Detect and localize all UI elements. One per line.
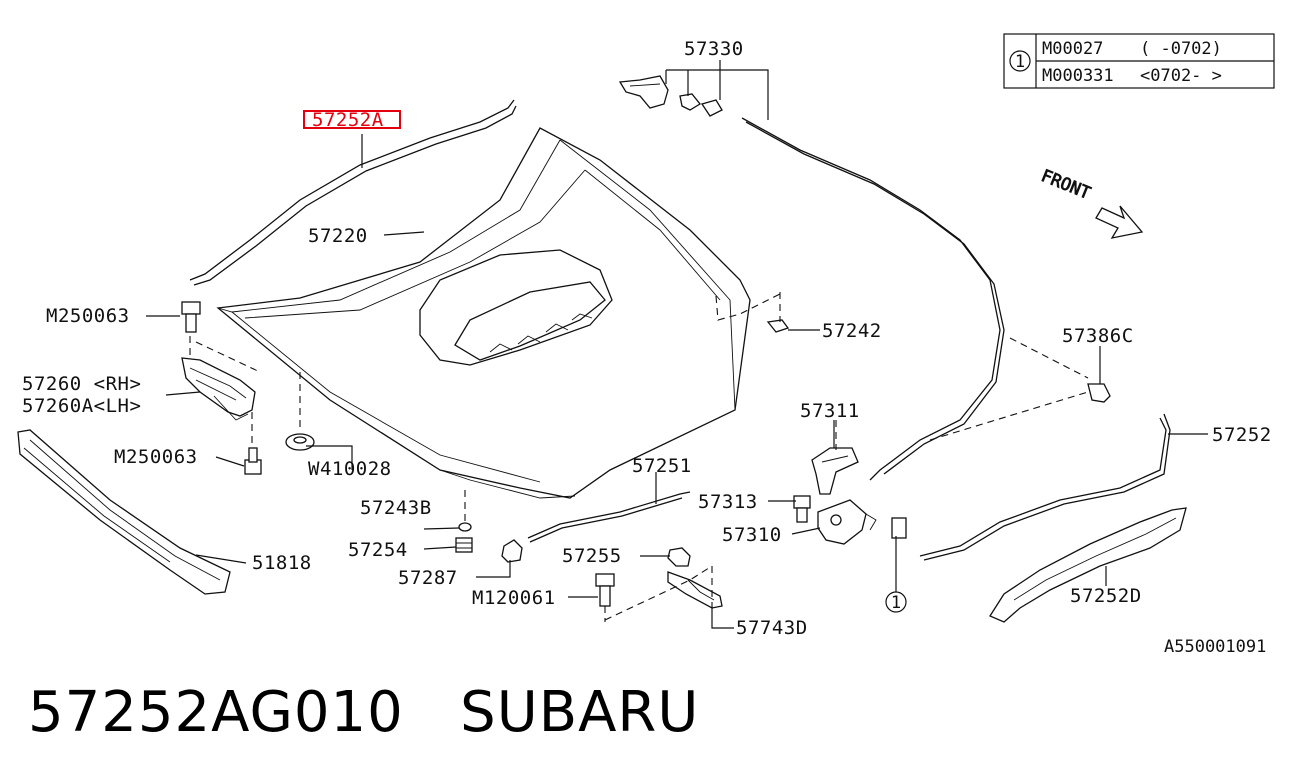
highlight-box <box>303 110 401 129</box>
callout-W410028: W410028 <box>308 458 392 480</box>
callout-M250063-lower: M250063 <box>114 446 198 468</box>
bolt-M120061 <box>595 573 615 607</box>
callout-57743D: 57743D <box>736 617 808 639</box>
bracket-57743D <box>667 571 723 609</box>
clip-57386C <box>1087 383 1111 403</box>
legend-row-2-code: M000331 <box>1042 66 1114 86</box>
callout-57287: 57287 <box>398 567 458 589</box>
figure-code: A550001091 <box>1164 637 1266 657</box>
release-handle-57330 <box>618 75 723 117</box>
bolt-57313 <box>793 495 811 523</box>
callout-57313: 57313 <box>698 491 758 513</box>
callout-57386C: 57386C <box>1062 325 1134 347</box>
seal-57252D <box>989 507 1187 623</box>
callout-57255: 57255 <box>562 545 622 567</box>
legend-row-1-code: M00027 <box>1042 39 1103 59</box>
callout-57330: 57330 <box>684 38 744 60</box>
bolt-M250063-lower <box>244 447 262 475</box>
callout-57260: 57260 <RH> <box>22 373 141 395</box>
hood-hinge-57260 <box>181 357 256 421</box>
ref-circle-label: 1 <box>891 593 901 613</box>
callout-M120061: M120061 <box>472 587 556 609</box>
callout-57252A: 57252A <box>312 109 384 131</box>
weatherstrip-57252A <box>189 99 517 286</box>
part-number: 57252AG010 <box>28 680 404 745</box>
bumper-57254 <box>455 537 473 553</box>
callout-57220: 57220 <box>308 225 368 247</box>
callout-57243B: 57243B <box>360 497 432 519</box>
release-cable <box>741 117 1005 481</box>
seal-51818 <box>17 429 231 595</box>
stopper-57287 <box>501 539 523 563</box>
callout-57254: 57254 <box>348 539 408 561</box>
striker-57311 <box>811 447 859 495</box>
legend-row-2-range: <0702- > <box>1140 66 1222 86</box>
callout-57251: 57251 <box>632 455 692 477</box>
front-arrow: FRONT <box>1038 166 1144 239</box>
callout-57260A: 57260A<LH> <box>22 395 141 417</box>
legend-marker-circle <box>1009 50 1031 72</box>
legend-marker: 1 <box>1015 52 1025 72</box>
page-title: 57252AG010 SUBARU <box>28 680 699 745</box>
callout-51818: 51818 <box>252 552 312 574</box>
weatherstrip-57252 <box>891 413 1171 561</box>
clip-57242 <box>766 319 790 333</box>
hood-stay-57251 <box>527 491 691 543</box>
latch-57310 <box>817 499 877 545</box>
callout-57252D: 57252D <box>1070 585 1142 607</box>
callout-57252: 57252 <box>1212 424 1272 446</box>
callout-M250063-upper: M250063 <box>46 305 130 327</box>
front-label: FRONT <box>1038 166 1093 204</box>
leader-lines <box>146 60 1208 629</box>
bolt-M250063-upper <box>181 301 201 333</box>
legend-table: 1 M00027 ( -0702) M000331 <0702- > <box>1003 33 1275 89</box>
brand-name: SUBARU <box>460 680 700 745</box>
washer-57243B <box>458 522 472 532</box>
callout-57242: 57242 <box>822 320 882 342</box>
callout-57311: 57311 <box>800 400 860 422</box>
legend-row-1-range: ( -0702) <box>1140 39 1222 59</box>
clip-57255 <box>667 547 691 567</box>
ref-circle <box>885 591 907 613</box>
callout-57310: 57310 <box>722 524 782 546</box>
hood-panel <box>216 127 751 499</box>
grommet-W410028 <box>285 433 315 451</box>
